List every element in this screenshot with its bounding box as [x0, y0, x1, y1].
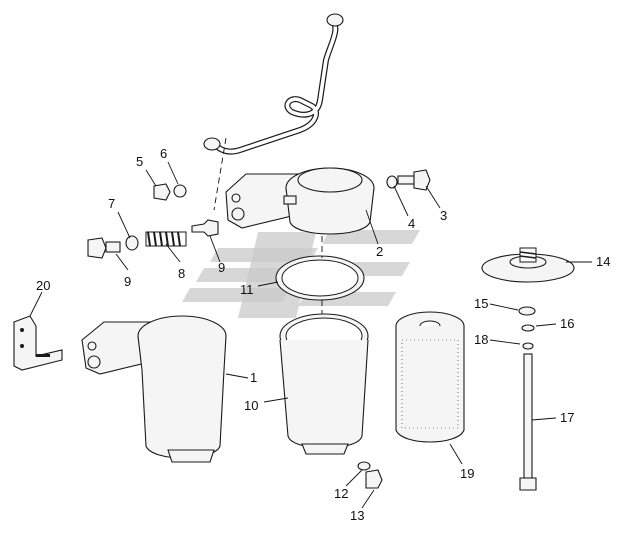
callout-15: 15 [474, 296, 488, 311]
washer-12 [357, 461, 371, 471]
callout-labels: 1 2 3 4 5 6 7 8 9 9 10 11 12 13 14 15 16… [36, 146, 610, 523]
filter-head-upper [225, 167, 375, 235]
callout-1: 1 [250, 370, 257, 385]
callout-13: 13 [350, 508, 364, 523]
callout-19: 19 [460, 466, 474, 481]
callout-17: 17 [560, 410, 574, 425]
fuel-filter-assembly-1 [81, 315, 227, 463]
spring-plate-14 [481, 247, 575, 283]
callout-8: 8 [178, 266, 185, 281]
callout-20: 20 [36, 278, 50, 293]
fuel-pipe [203, 13, 344, 155]
spring-8 [145, 231, 187, 247]
washer-4 [386, 175, 398, 189]
callout-6: 6 [160, 146, 167, 161]
bolt-3 [397, 169, 431, 191]
bolt-5 [153, 183, 171, 201]
callout-2: 2 [376, 244, 383, 259]
callout-16: 16 [560, 316, 574, 331]
filter-element-19 [395, 311, 465, 443]
callout-4: 4 [408, 216, 415, 231]
washer-18 [522, 342, 534, 350]
seal-15 [518, 306, 536, 316]
washer-16 [521, 324, 535, 332]
callout-18: 18 [474, 332, 488, 347]
center-bolt-17 [519, 353, 537, 491]
callout-14: 14 [596, 254, 610, 269]
callout-3: 3 [440, 208, 447, 223]
washer-6 [173, 184, 187, 198]
callout-10: 10 [244, 398, 258, 413]
callout-12: 12 [334, 486, 348, 501]
pipe-guide-line [213, 137, 227, 211]
callout-9-right: 9 [218, 260, 225, 275]
callout-11: 11 [240, 282, 254, 297]
filter-bowl-10 [279, 313, 369, 455]
callout-7: 7 [108, 196, 115, 211]
valve-9-right [191, 219, 219, 237]
drain-plug-13 [365, 469, 383, 489]
bracket-20 [13, 315, 63, 371]
washer-7 [125, 235, 139, 251]
seal-ring-11 [275, 255, 365, 301]
callout-5: 5 [136, 154, 143, 169]
leader-lines [29, 161, 592, 509]
callout-9-left: 9 [124, 274, 131, 289]
bleeder-screw-9-left [87, 237, 121, 259]
